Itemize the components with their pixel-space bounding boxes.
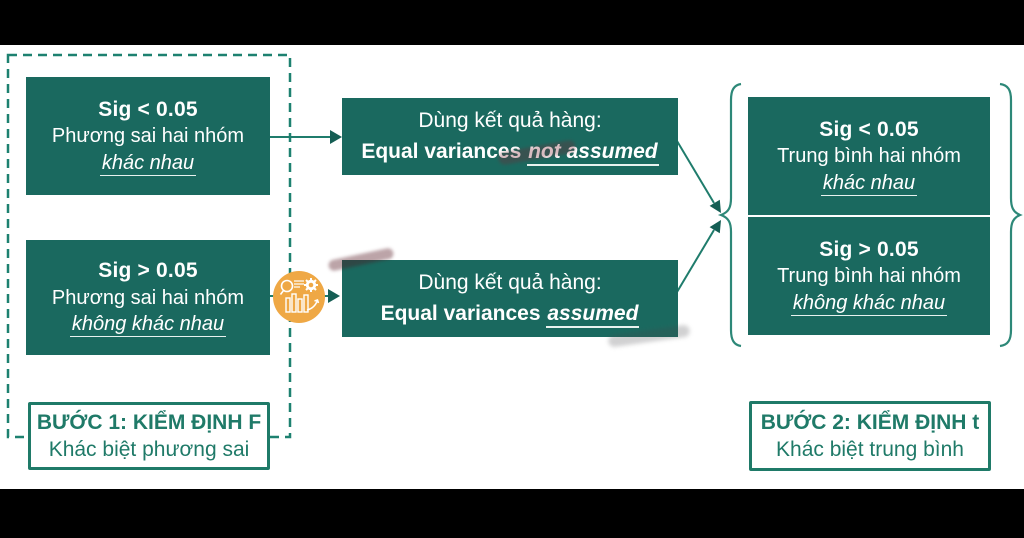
step2-label-box: BƯỚC 2: KIỂM ĐỊNH t Khác biệt trung bình — [749, 401, 991, 471]
right-brace — [999, 82, 1023, 348]
step1-label-box: BƯỚC 1: KIỂM ĐỊNH F Khác biệt phương sai — [28, 402, 270, 470]
step2-title: BƯỚC 2: KIỂM ĐỊNH t — [760, 410, 980, 434]
box-assumed: Dùng kết quả hàng: Equal variances assum… — [342, 260, 678, 337]
t-gt-line3: không khác nhau — [790, 291, 948, 316]
logo-circle — [273, 271, 325, 323]
not-assumed-line2: Equal variances not assumed — [361, 138, 659, 166]
f-gt-line2: Phương sai hai nhóm — [51, 286, 245, 309]
arrow-assumed-to-step2 — [676, 220, 721, 293]
f-lt-sig-text: Sig < 0.05 — [98, 97, 198, 121]
logo-graphic — [273, 271, 325, 323]
assumed-prefix: Equal variances — [380, 302, 541, 325]
box-f-sig-lt: Sig < 0.05 Phương sai hai nhóm khác nhau — [26, 77, 270, 195]
f-gt-line3: không khác nhau — [69, 313, 227, 338]
box-not-assumed: Dùng kết quả hàng: Equal variances not a… — [342, 98, 678, 175]
bar-chart-icon — [285, 293, 309, 313]
t-gt-line2: Trung bình hai nhóm — [777, 265, 961, 288]
t-lt-line2: Trung bình hai nhóm — [777, 145, 961, 168]
arrow-not-assumed-to-step2 — [676, 140, 721, 213]
assumed-emph: assumed — [546, 302, 640, 328]
step1-dashed-border — [6, 53, 292, 439]
f-lt-line2: Phương sai hai nhóm — [51, 125, 245, 148]
not-assumed-line1: Dùng kết quả hàng: — [418, 109, 602, 133]
t-lt-line3: khác nhau — [820, 171, 918, 196]
step1-subtitle: Khác biệt phương sai — [48, 438, 250, 461]
curve-arrow-icon — [306, 299, 320, 311]
step1-title: BƯỚC 1: KIỂM ĐỊNH F — [36, 410, 262, 434]
gear-icon — [304, 278, 318, 292]
box-f-sig-gt: Sig > 0.05 Phương sai hai nhóm không khá… — [26, 240, 270, 355]
letterbox-top — [0, 0, 1024, 45]
assumed-line1: Dùng kết quả hàng: — [418, 271, 602, 295]
f-lt-line3: khác nhau — [99, 151, 197, 176]
t-lt-sig-text: Sig < 0.05 — [819, 117, 919, 141]
not-assumed-emph: not assumed — [527, 140, 659, 166]
assumed-line2: Equal variances assumed — [381, 300, 640, 328]
watermark-logo-badge — [273, 271, 325, 323]
box-t-sig-gt: Sig > 0.05 Trung bình hai nhóm không khá… — [748, 217, 990, 335]
not-assumed-prefix: Equal variances — [361, 140, 522, 163]
left-brace — [717, 82, 742, 348]
list-lines-icon — [294, 280, 304, 288]
step2-subtitle: Khác biệt trung bình — [776, 438, 964, 461]
f-gt-sig-text: Sig > 0.05 — [98, 259, 198, 283]
magnifier-icon — [279, 279, 294, 295]
letterbox-bottom — [0, 489, 1024, 538]
arrow-f-lt-to-not-assumed — [270, 130, 342, 144]
t-gt-sig-text: Sig > 0.05 — [819, 237, 919, 261]
box-t-sig-lt: Sig < 0.05 Trung bình hai nhóm khác nhau — [748, 97, 990, 215]
